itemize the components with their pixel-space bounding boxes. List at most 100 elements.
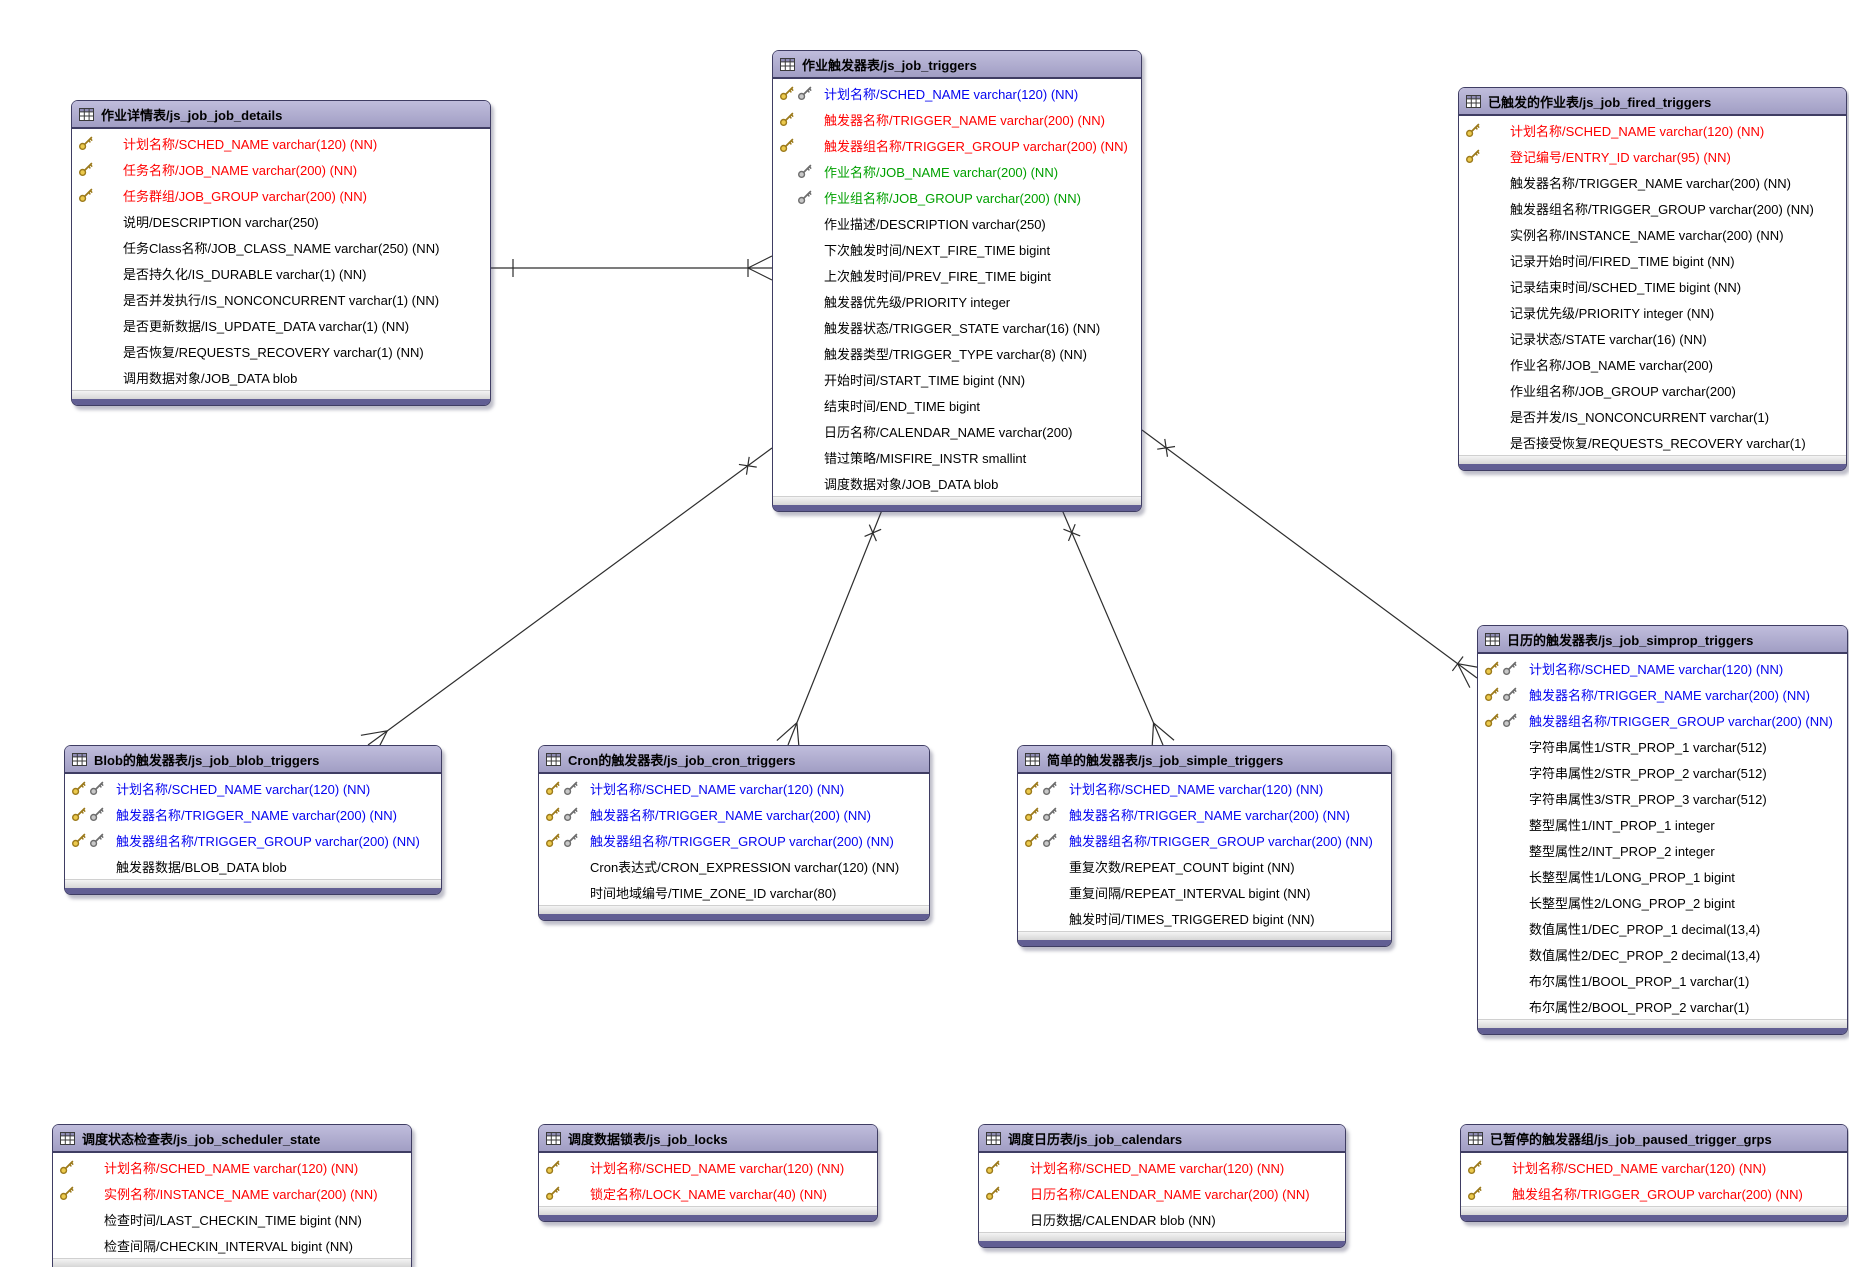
table-header[interactable]: 日历的触发器表/js_job_simprop_triggers [1478, 626, 1847, 654]
field-row[interactable]: 上次触发时间/PREV_FIRE_TIME bigint [773, 262, 1141, 288]
field-row[interactable]: 整型属性2/INT_PROP_2 integer [1478, 837, 1847, 863]
field-row[interactable]: 触发器组名称/TRIGGER_GROUP varchar(200) (NN) [1018, 827, 1391, 853]
field-row[interactable]: 触发器名称/TRIGGER_NAME varchar(200) (NN) [1478, 681, 1847, 707]
field-row[interactable]: 触发器组名称/TRIGGER_GROUP varchar(200) (NN) [1478, 707, 1847, 733]
field-row[interactable]: 记录结束时间/SCHED_TIME bigint (NN) [1459, 273, 1846, 299]
field-row[interactable]: 锁定名称/LOCK_NAME varchar(40) (NN) [539, 1180, 877, 1206]
field-row[interactable]: 计划名称/SCHED_NAME varchar(120) (NN) [539, 775, 929, 801]
field-row[interactable]: 计划名称/SCHED_NAME varchar(120) (NN) [72, 130, 490, 156]
field-row[interactable]: 布尔属性1/BOOL_PROP_1 varchar(1) [1478, 967, 1847, 993]
table-header[interactable]: Blob的触发器表/js_job_blob_triggers [65, 746, 441, 774]
field-row[interactable]: 说明/DESCRIPTION varchar(250) [72, 208, 490, 234]
table-header[interactable]: 作业详情表/js_job_job_details [72, 101, 490, 129]
field-row[interactable]: 记录优先级/PRIORITY integer (NN) [1459, 299, 1846, 325]
field-row[interactable]: 触发器组名称/TRIGGER_GROUP varchar(200) (NN) [539, 827, 929, 853]
field-row[interactable]: 触发器名称/TRIGGER_NAME varchar(200) (NN) [1018, 801, 1391, 827]
field-row[interactable]: 计划名称/SCHED_NAME varchar(120) (NN) [1478, 655, 1847, 681]
field-row[interactable]: 触发器数据/BLOB_DATA blob [65, 853, 441, 879]
field-row[interactable]: Cron表达式/CRON_EXPRESSION varchar(120) (NN… [539, 853, 929, 879]
field-row[interactable]: 触发器组名称/TRIGGER_GROUP varchar(200) (NN) [773, 132, 1141, 158]
field-row[interactable]: 字符串属性3/STR_PROP_3 varchar(512) [1478, 785, 1847, 811]
field-row[interactable]: 调度数据对象/JOB_DATA blob [773, 470, 1141, 496]
field-row[interactable]: 结束时间/END_TIME bigint [773, 392, 1141, 418]
field-row[interactable]: 是否持久化/IS_DURABLE varchar(1) (NN) [72, 260, 490, 286]
field-row[interactable]: 触发器类型/TRIGGER_TYPE varchar(8) (NN) [773, 340, 1141, 366]
field-row[interactable]: 日历数据/CALENDAR blob (NN) [979, 1206, 1345, 1232]
field-row[interactable]: 触发时间/TIMES_TRIGGERED bigint (NN) [1018, 905, 1391, 931]
field-row[interactable]: 检查时间/LAST_CHECKIN_TIME bigint (NN) [53, 1206, 411, 1232]
field-row[interactable]: 计划名称/SCHED_NAME varchar(120) (NN) [65, 775, 441, 801]
field-row[interactable]: 日历名称/CALENDAR_NAME varchar(200) (NN) [979, 1180, 1345, 1206]
field-row[interactable]: 实例名称/INSTANCE_NAME varchar(200) (NN) [53, 1180, 411, 1206]
field-row[interactable]: 开始时间/START_TIME bigint (NN) [773, 366, 1141, 392]
field-row[interactable]: 作业组名称/JOB_GROUP varchar(200) (NN) [773, 184, 1141, 210]
field-row[interactable]: 数值属性2/DEC_PROP_2 decimal(13,4) [1478, 941, 1847, 967]
field-row[interactable]: 日历名称/CALENDAR_NAME varchar(200) [773, 418, 1141, 444]
table-header[interactable]: 简单的触发器表/js_job_simple_triggers [1018, 746, 1391, 774]
field-row[interactable]: 下次触发时间/NEXT_FIRE_TIME bigint [773, 236, 1141, 262]
field-row[interactable]: 长整型属性1/LONG_PROP_1 bigint [1478, 863, 1847, 889]
field-row[interactable]: 作业名称/JOB_NAME varchar(200) (NN) [773, 158, 1141, 184]
field-row[interactable]: 字符串属性1/STR_PROP_1 varchar(512) [1478, 733, 1847, 759]
field-row[interactable]: 计划名称/SCHED_NAME varchar(120) (NN) [1459, 117, 1846, 143]
field-row[interactable]: 计划名称/SCHED_NAME varchar(120) (NN) [539, 1154, 877, 1180]
field-row[interactable]: 触发器名称/TRIGGER_NAME varchar(200) (NN) [773, 106, 1141, 132]
field-row[interactable]: 记录状态/STATE varchar(16) (NN) [1459, 325, 1846, 351]
field-row[interactable]: 字符串属性2/STR_PROP_2 varchar(512) [1478, 759, 1847, 785]
field-row[interactable]: 作业组名称/JOB_GROUP varchar(200) [1459, 377, 1846, 403]
field-row[interactable]: 触发器组名称/TRIGGER_GROUP varchar(200) (NN) [65, 827, 441, 853]
field-row[interactable]: 是否接受恢复/REQUESTS_RECOVERY varchar(1) [1459, 429, 1846, 455]
table-header[interactable]: 调度数据锁表/js_job_locks [539, 1125, 877, 1153]
field-row[interactable]: 整型属性1/INT_PROP_1 integer [1478, 811, 1847, 837]
field-row[interactable]: 时间地域编号/TIME_ZONE_ID varchar(80) [539, 879, 929, 905]
field-row[interactable]: 触发器组名称/TRIGGER_GROUP varchar(200) (NN) [1459, 195, 1846, 221]
field-row[interactable]: 长整型属性2/LONG_PROP_2 bigint [1478, 889, 1847, 915]
field-row[interactable]: 登记编号/ENTRY_ID varchar(95) (NN) [1459, 143, 1846, 169]
field-row[interactable]: 任务名称/JOB_NAME varchar(200) (NN) [72, 156, 490, 182]
table-header[interactable]: 作业触发器表/js_job_triggers [773, 51, 1141, 79]
field-row[interactable]: 检查间隔/CHECKIN_INTERVAL bigint (NN) [53, 1232, 411, 1258]
field-row[interactable]: 布尔属性2/BOOL_PROP_2 varchar(1) [1478, 993, 1847, 1019]
field-row[interactable]: 计划名称/SCHED_NAME varchar(120) (NN) [773, 80, 1141, 106]
field-row[interactable]: 是否并发执行/IS_NONCONCURRENT varchar(1) (NN) [72, 286, 490, 312]
field-row[interactable]: 任务群组/JOB_GROUP varchar(200) (NN) [72, 182, 490, 208]
field-row[interactable]: 数值属性1/DEC_PROP_1 decimal(13,4) [1478, 915, 1847, 941]
field-row[interactable]: 实例名称/INSTANCE_NAME varchar(200) (NN) [1459, 221, 1846, 247]
field-row[interactable]: 计划名称/SCHED_NAME varchar(120) (NN) [53, 1154, 411, 1180]
field-row[interactable]: 触发器名称/TRIGGER_NAME varchar(200) (NN) [539, 801, 929, 827]
field-row[interactable]: 触发器优先级/PRIORITY integer [773, 288, 1141, 314]
field-row[interactable]: 错过策略/MISFIRE_INSTR smallint [773, 444, 1141, 470]
field-row[interactable]: 计划名称/SCHED_NAME varchar(120) (NN) [1461, 1154, 1847, 1180]
field-row[interactable]: 是否并发/IS_NONCONCURRENT varchar(1) [1459, 403, 1846, 429]
field-row[interactable]: 记录开始时间/FIRED_TIME bigint (NN) [1459, 247, 1846, 273]
field-row[interactable]: 触发器名称/TRIGGER_NAME varchar(200) (NN) [1459, 169, 1846, 195]
table-header[interactable]: 调度状态检查表/js_job_scheduler_state [53, 1125, 411, 1153]
field-row[interactable]: 是否更新数据/IS_UPDATE_DATA varchar(1) (NN) [72, 312, 490, 338]
field-row[interactable]: 触发器名称/TRIGGER_NAME varchar(200) (NN) [65, 801, 441, 827]
field-row[interactable]: 计划名称/SCHED_NAME varchar(120) (NN) [1018, 775, 1391, 801]
field-row[interactable]: 调用数据对象/JOB_DATA blob [72, 364, 490, 390]
field-row[interactable]: 触发组名称/TRIGGER_GROUP varchar(200) (NN) [1461, 1180, 1847, 1206]
table-header[interactable]: 已触发的作业表/js_job_fired_triggers [1459, 88, 1846, 116]
field-row[interactable]: 任务Class名称/JOB_CLASS_NAME varchar(250) (N… [72, 234, 490, 260]
field-row[interactable]: 是否恢复/REQUESTS_RECOVERY varchar(1) (NN) [72, 338, 490, 364]
field-row[interactable]: 作业描述/DESCRIPTION varchar(250) [773, 210, 1141, 236]
field-row[interactable]: 触发器状态/TRIGGER_STATE varchar(16) (NN) [773, 314, 1141, 340]
field-row[interactable]: 重复间隔/REPEAT_INTERVAL bigint (NN) [1018, 879, 1391, 905]
field-row[interactable]: 计划名称/SCHED_NAME varchar(120) (NN) [979, 1154, 1345, 1180]
table-header[interactable]: Cron的触发器表/js_job_cron_triggers [539, 746, 929, 774]
table-header[interactable]: 调度日历表/js_job_calendars [979, 1125, 1345, 1153]
field-row[interactable]: 重复次数/REPEAT_COUNT bigint (NN) [1018, 853, 1391, 879]
field-row[interactable]: 作业名称/JOB_NAME varchar(200) [1459, 351, 1846, 377]
